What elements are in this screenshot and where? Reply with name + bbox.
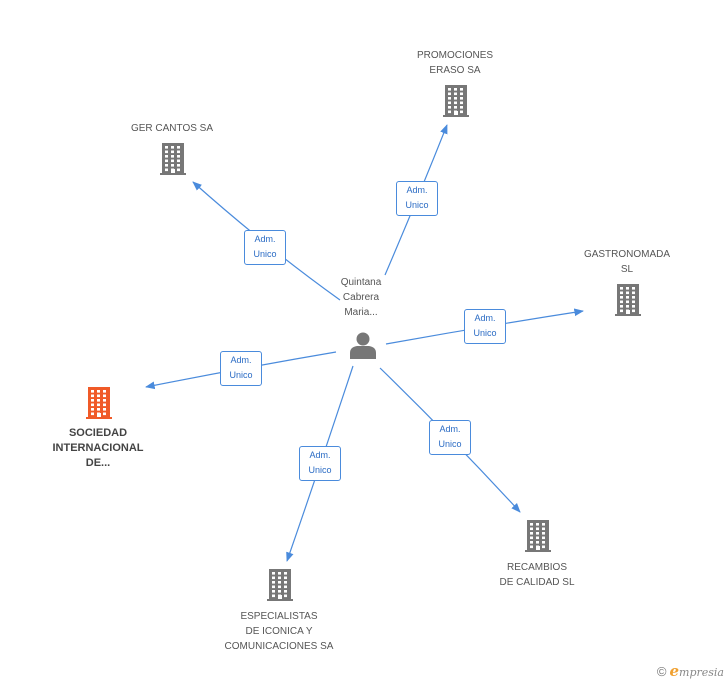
company-label-sociedad[interactable]: SOCIEDAD INTERNACIONAL DE... [52, 426, 143, 471]
building-icon[interactable] [86, 387, 112, 424]
edge-role-line: Adm. [439, 424, 461, 434]
edge-label-especialistas[interactable]: Adm. Unico [299, 446, 341, 481]
company-label-line: COMUNICACIONES SA [224, 641, 334, 652]
company-label-promociones[interactable]: PROMOCIONES ERASO SA [417, 48, 493, 78]
company-label-line: RECAMBIOS [506, 562, 567, 573]
company-label-ger[interactable]: GER CANTOS SA [131, 121, 213, 136]
company-label-recambios[interactable]: RECAMBIOS DE CALIDAD SL [499, 560, 574, 590]
company-label-line: GER CANTOS SA [130, 123, 214, 134]
company-label-line: DE ICONICA Y [245, 626, 313, 637]
company-label-line: GASTRONOMADA [583, 249, 671, 260]
company-label-line: ESPECIALISTAS [240, 611, 318, 622]
edge-role-line: Adm. [230, 355, 252, 365]
footer-credit: © empresia [657, 662, 724, 680]
building-icon[interactable] [267, 569, 293, 606]
copyright-symbol: © [656, 663, 667, 679]
building-icon[interactable] [525, 520, 551, 557]
company-label-line: ERASO SA [429, 65, 481, 76]
company-label-gastronomada[interactable]: GASTRONOMADA SL [584, 247, 670, 277]
company-label-line: DE CALIDAD SL [499, 577, 575, 588]
edge-role-line: Unico [253, 249, 277, 259]
center-name-line: Maria... [344, 307, 378, 318]
building-icon[interactable] [160, 143, 186, 180]
edge-role-line: Adm. [254, 234, 276, 244]
person-icon[interactable] [349, 331, 377, 364]
edge-role-line: Unico [308, 465, 332, 475]
edge-label-sociedad[interactable]: Adm. Unico [220, 351, 262, 386]
company-label-especialistas[interactable]: ESPECIALISTAS DE ICONICA Y COMUNICACIONE… [225, 609, 334, 654]
company-label-line: PROMOCIONES [416, 50, 494, 61]
edge-label-recambios[interactable]: Adm. Unico [429, 420, 471, 455]
building-icon[interactable] [443, 85, 469, 122]
company-label-line: DE... [85, 457, 111, 469]
edge-label-gastronomada[interactable]: Adm. Unico [464, 309, 506, 344]
building-icon[interactable] [615, 284, 641, 321]
center-name-line: Cabrera [342, 292, 380, 303]
edge-label-promociones[interactable]: Adm. Unico [396, 181, 438, 216]
edge-role-line: Adm. [309, 450, 331, 460]
edge-role-line: Unico [438, 439, 462, 449]
brand-logo[interactable]: empresia [669, 662, 724, 680]
center-name[interactable]: Quintana Cabrera Maria... [341, 275, 382, 320]
edge-label-ger[interactable]: Adm. Unico [244, 230, 286, 265]
edge-role-line: Adm. [474, 313, 496, 323]
edge-role-line: Unico [405, 200, 429, 210]
company-label-line: INTERNACIONAL [52, 442, 144, 454]
edge-role-line: Adm. [406, 185, 428, 195]
brand-name: mpresia [679, 666, 724, 679]
center-name-line: Quintana [340, 277, 382, 288]
edge-role-line: Unico [473, 328, 497, 338]
brand-initial: e [669, 662, 680, 680]
company-label-line: SOCIEDAD [68, 427, 128, 439]
company-label-line: SL [620, 264, 634, 275]
edge-role-line: Unico [229, 370, 253, 380]
